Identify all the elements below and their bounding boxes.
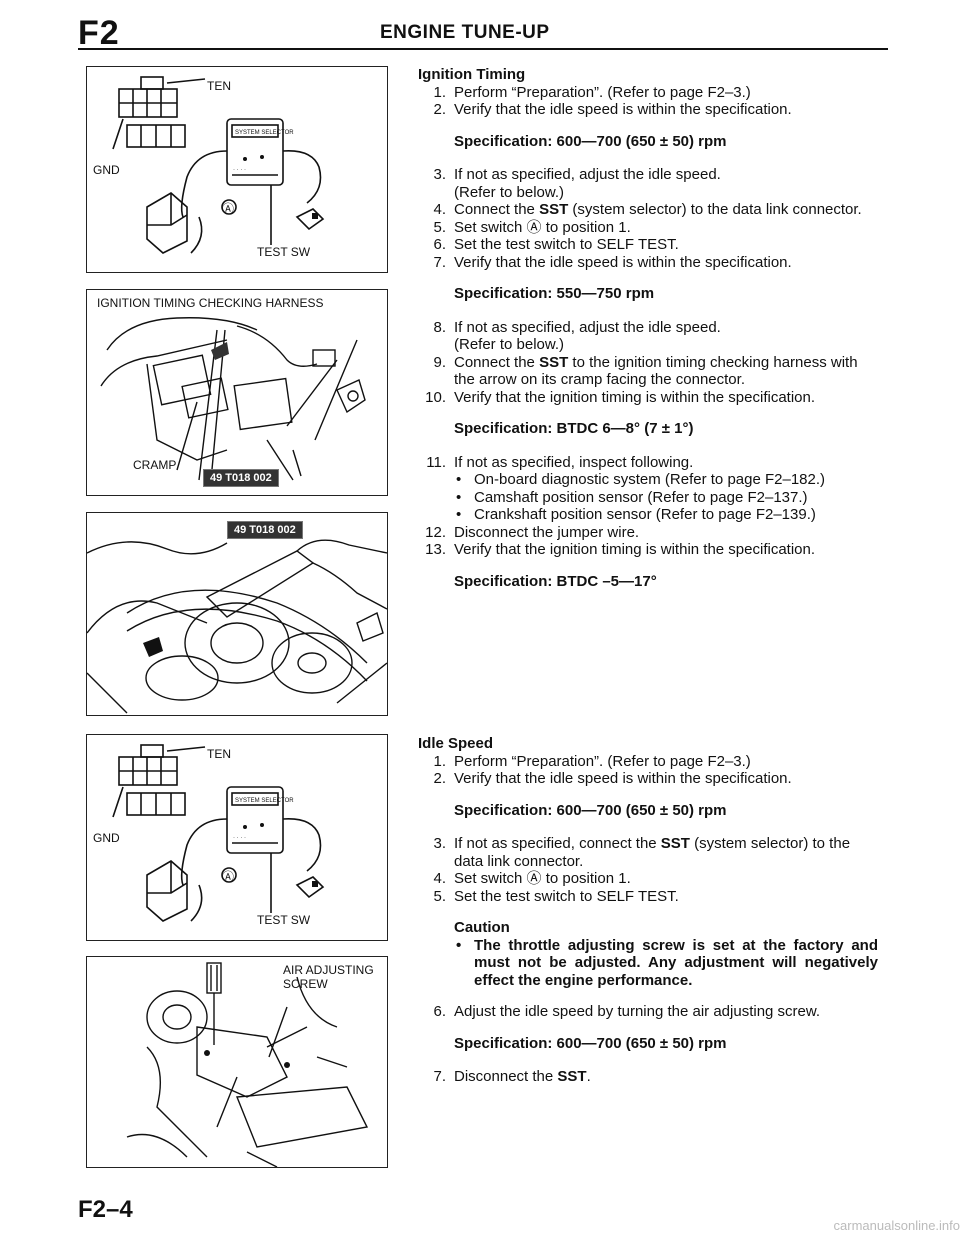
ten-terminal-label-2: TEN (207, 747, 231, 761)
is-step-4: 4.Set switch Ⓐ to position 1. (433, 870, 631, 887)
it-step-10: 10.Verify that the ignition timing is wi… (425, 388, 816, 406)
it-bullet-2: •Camshaft position sensor (Refer to page… (456, 488, 808, 506)
svg-text:· · · ·: · · · · (233, 835, 246, 841)
it-step-1: 1.Perform “Preparation”. (Refer to page … (433, 83, 751, 101)
it-step-12: 12.Disconnect the jumper wire. (425, 523, 640, 541)
it-step-8: 8.If not as specified, adjust the idle s… (433, 318, 721, 354)
it-spec-3: Specification: BTDC 6—8° (7 ± 1°) (454, 420, 694, 437)
timing-harness-illustration (100, 317, 366, 481)
gnd-terminal-label: GND (93, 163, 120, 177)
harness-figure-title: IGNITION TIMING CHECKING HARNESS (97, 296, 324, 310)
it-bullet-3: •Crankshaft position sensor (Refer to pa… (456, 506, 816, 523)
sst-part-number-tag: 49 T018 002 (203, 469, 279, 487)
switch-a-label-2: Ⓐ (222, 870, 235, 884)
svg-text:SYSTEM SELECTOR: SYSTEM SELECTOR (235, 798, 294, 804)
is-step-7: 7.Disconnect the SST. (433, 1068, 591, 1085)
is-spec-1: Specification: 600—700 (650 ± 50) rpm (454, 801, 727, 819)
is-step-5: 5.Set the test switch to SELF TEST. (433, 887, 679, 905)
it-spec-1: Specification: 600—700 (650 ± 50) rpm (454, 132, 727, 150)
test-sw-label: TEST SW (257, 245, 311, 259)
figure-sst-connection-2: SYSTEM SELECTOR · · · · TEN GND Ⓐ TEST S… (86, 734, 388, 941)
ignition-timing-heading: Ignition Timing (418, 66, 526, 83)
figure-air-adjusting-screw: AIR ADJUSTING SCREW (86, 956, 388, 1168)
svg-text:· · · ·: · · · · (233, 167, 246, 173)
it-step-4: 4.Connect the SST (system selector) to t… (433, 201, 862, 218)
it-spec-2: Specification: 550—750 rpm (454, 285, 655, 302)
it-spec-4: Specification: BTDC –5—17° (454, 572, 657, 590)
ten-terminal-label: TEN (207, 79, 231, 93)
it-step-13: 13.Verify that the ignition timing is wi… (425, 541, 816, 558)
it-step-11: 11.If not as specified, inspect followin… (426, 453, 694, 471)
idle-speed-section: Idle Speed 1.Perform “Preparation”. (Ref… (418, 735, 878, 1086)
watermark: carmanualsonline.info (833, 1218, 960, 1233)
it-step-2: 2.Verify that the idle speed is within t… (433, 101, 792, 118)
figure-timing-light: 49 T018 002 (86, 512, 388, 716)
is-step-2: 2.Verify that the idle speed is within t… (433, 770, 792, 787)
section-code: F2 (78, 14, 120, 52)
is-step-3: 3.If not as specified, connect the SST (… (433, 835, 851, 870)
it-step-9: 9.Connect the SST to the ignition timing… (433, 353, 858, 389)
switch-a-label: Ⓐ (222, 202, 235, 216)
sst-part-number-tag-2: 49 T018 002 (227, 521, 303, 539)
it-bullet-1: •On-board diagnostic system (Refer to pa… (456, 471, 826, 488)
air-adjusting-screw-illustration (126, 962, 369, 1167)
test-sw-label-2: TEST SW (257, 913, 311, 927)
is-step-6: 6.Adjust the idle speed by turning the a… (433, 1003, 821, 1020)
is-spec-2: Specification: 600—700 (650 ± 50) rpm (454, 1034, 727, 1052)
figure-sst-connection-1: SYSTEM SELECTOR · · · · TEN GND Ⓐ TEST S… (86, 66, 388, 273)
caution-bullet: •The throttle adjusting screw is set at … (456, 936, 878, 989)
it-step-7: 7.Verify that the idle speed is within t… (433, 253, 792, 271)
timing-light-illustration (87, 539, 387, 714)
page-title: ENGINE TUNE-UP (380, 22, 550, 43)
it-step-5: 5.Set switch Ⓐ to position 1. (433, 218, 631, 236)
idle-speed-heading: Idle Speed (418, 735, 494, 752)
page-number: F2–4 (78, 1196, 133, 1223)
figure-timing-harness: IGNITION TIMING CHECKING HARNESS CRAMP 4… (86, 289, 388, 496)
sst-connection-illustration: SYSTEM SELECTOR · · · · (112, 76, 325, 254)
it-step-3: 3.If not as specified, adjust the idle s… (433, 166, 721, 201)
gnd-terminal-label-2: GND (93, 831, 120, 845)
sst-connection-illustration-2: SYSTEM SELECTOR · · · · (112, 744, 325, 922)
air-adjusting-label-line2: SCREW (283, 977, 328, 991)
header-rule (78, 48, 888, 50)
cramp-label: CRAMP (133, 458, 177, 472)
is-step-1: 1.Perform “Preparation”. (Refer to page … (433, 752, 751, 770)
air-adjusting-label-line1: AIR ADJUSTING (283, 963, 374, 977)
it-step-6: 6.Set the test switch to SELF TEST. (433, 236, 679, 253)
caution-title: Caution (454, 919, 510, 936)
ignition-timing-section: Ignition Timing 1.Perform “Preparation”.… (418, 66, 878, 606)
svg-text:SYSTEM SELECTOR: SYSTEM SELECTOR (235, 130, 294, 136)
